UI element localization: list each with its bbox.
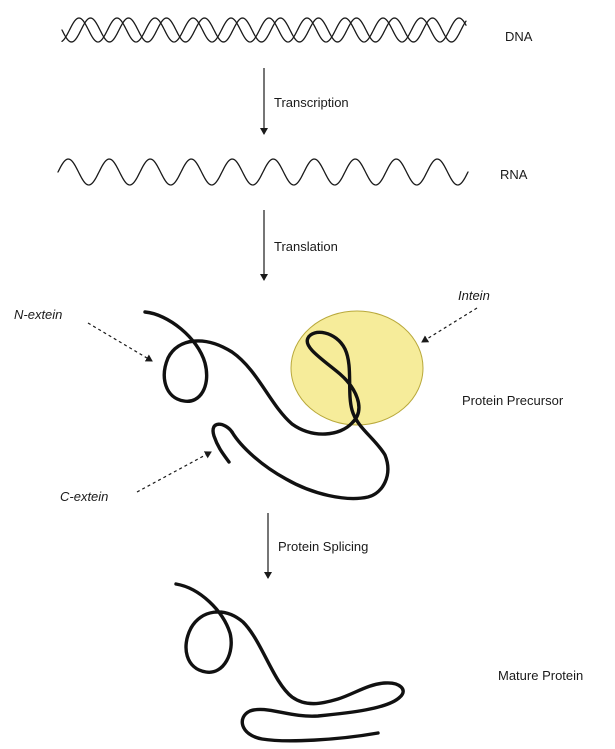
n-extein-pointer	[88, 323, 152, 361]
dna-strand	[62, 18, 466, 42]
intein-pointer	[422, 308, 477, 342]
transcription-label: Transcription	[274, 95, 349, 110]
dna-label: DNA	[505, 29, 533, 44]
mature-protein-chain	[176, 584, 403, 741]
intein-label: Intein	[458, 288, 490, 303]
intein-region	[291, 311, 423, 425]
n-extein-label: N-extein	[14, 307, 62, 322]
rna-strand	[58, 159, 468, 185]
c-extein-label: C-extein	[60, 489, 108, 504]
translation-label: Translation	[274, 239, 338, 254]
protein-precursor	[145, 311, 423, 498]
rna-label: RNA	[500, 167, 528, 182]
splicing-label: Protein Splicing	[278, 539, 368, 554]
mature-label: Mature Protein	[498, 668, 583, 683]
precursor-label: Protein Precursor	[462, 393, 564, 408]
dna-strand-b	[62, 18, 466, 42]
precursor-chain-c-extein	[213, 424, 232, 462]
c-extein-pointer	[137, 452, 211, 492]
